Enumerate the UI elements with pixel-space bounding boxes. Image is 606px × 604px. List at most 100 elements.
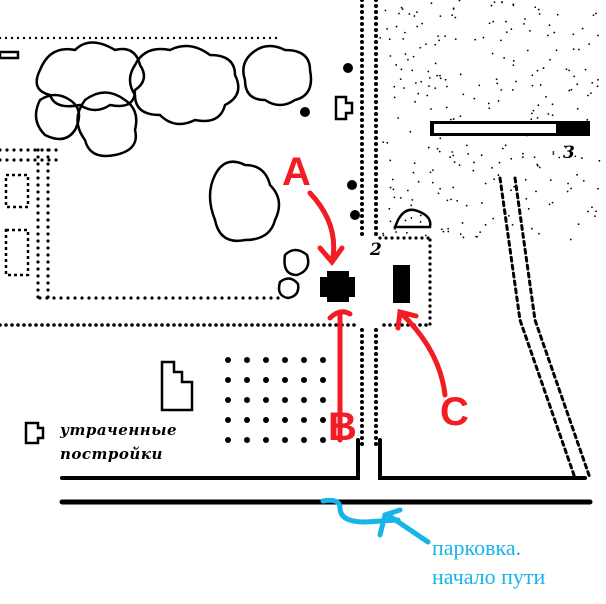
path-dot xyxy=(0,158,2,161)
path-dot xyxy=(232,323,236,327)
path-dot xyxy=(588,43,590,45)
path-dot xyxy=(360,0,364,2)
path-dot xyxy=(125,37,127,39)
dotted-paths xyxy=(0,0,600,446)
path-dot xyxy=(112,323,116,327)
path-dot xyxy=(374,220,378,224)
path-dot xyxy=(320,397,326,403)
path-dot xyxy=(426,236,429,239)
path-dot xyxy=(374,178,378,182)
path-dot xyxy=(558,157,560,159)
path-dot xyxy=(46,288,49,291)
path-dot xyxy=(47,37,49,39)
path-dot xyxy=(192,296,195,299)
path-dot xyxy=(553,151,555,153)
path-dot xyxy=(374,34,378,38)
path-dot xyxy=(552,202,554,204)
path-dot xyxy=(360,208,364,212)
path-dot xyxy=(374,10,378,14)
path-dot xyxy=(374,364,378,368)
path-dot xyxy=(557,14,559,16)
path-dot xyxy=(244,377,250,383)
path-dot xyxy=(428,256,431,259)
path-dot xyxy=(388,208,390,210)
path-dot xyxy=(208,323,212,327)
path-dot xyxy=(360,52,364,56)
path-dot xyxy=(227,296,230,299)
path-dot xyxy=(5,37,7,39)
path-dot xyxy=(394,197,396,199)
path-dot xyxy=(46,197,49,200)
path-dot xyxy=(512,89,514,91)
path-dot xyxy=(262,323,266,327)
path-dot xyxy=(301,397,307,403)
path-dot xyxy=(446,86,448,88)
path-dot xyxy=(320,417,326,423)
path-dot xyxy=(452,155,454,157)
path-dot xyxy=(428,85,430,87)
path-dot xyxy=(12,148,15,151)
path-dot xyxy=(568,90,570,92)
path-dot xyxy=(420,215,422,217)
path-dot xyxy=(298,323,302,327)
path-dot xyxy=(5,148,8,151)
path-dot xyxy=(405,220,407,222)
path-dot xyxy=(166,323,170,327)
path-dot xyxy=(360,28,364,32)
path-dot xyxy=(178,323,182,327)
path-dot xyxy=(36,246,39,249)
path-dot xyxy=(255,296,258,299)
path-dot xyxy=(10,323,14,327)
path-dot xyxy=(94,296,97,299)
path-dot xyxy=(578,49,580,51)
path-dot xyxy=(374,418,378,422)
path-dot xyxy=(130,323,134,327)
path-dot xyxy=(16,323,20,327)
path-dot xyxy=(360,22,364,26)
path-dot xyxy=(533,110,535,112)
path-dot xyxy=(512,4,514,6)
path-dot xyxy=(374,82,378,86)
path-dot xyxy=(408,13,410,15)
path-dot xyxy=(441,228,443,230)
path-dot xyxy=(143,37,145,39)
path-dot xyxy=(597,85,599,87)
path-dot xyxy=(136,323,140,327)
path-dot xyxy=(529,30,531,32)
path-dot xyxy=(374,16,378,20)
path-dot xyxy=(543,67,545,69)
path-dot xyxy=(142,323,146,327)
path-dot xyxy=(12,158,15,161)
path-dot xyxy=(483,37,485,39)
path-dot xyxy=(46,190,49,193)
path-dot xyxy=(160,323,164,327)
path-dot xyxy=(452,186,454,188)
path-dot xyxy=(374,430,378,434)
path-dot xyxy=(206,296,209,299)
path-dot xyxy=(437,148,439,150)
path-dot xyxy=(374,184,378,188)
path-dot xyxy=(510,189,512,191)
path-dot xyxy=(36,281,39,284)
path-dot xyxy=(388,323,392,327)
path-dot xyxy=(406,232,408,234)
path-dot xyxy=(434,44,436,46)
path-dot xyxy=(360,130,364,134)
marker-b-label: B xyxy=(328,405,357,450)
path-dot xyxy=(360,4,364,8)
path-dot xyxy=(360,214,364,218)
path-dot xyxy=(88,323,92,327)
path-dot xyxy=(360,142,364,146)
path-dot xyxy=(46,281,49,284)
path-dot xyxy=(213,296,216,299)
path-dot xyxy=(4,323,8,327)
path-dot xyxy=(492,21,494,23)
path-dot xyxy=(384,236,387,239)
path-dot xyxy=(437,35,439,37)
path-dot xyxy=(390,55,392,57)
path-dot xyxy=(46,267,49,270)
path-dot xyxy=(225,377,231,383)
path-dot xyxy=(150,296,153,299)
path-dot xyxy=(360,202,364,206)
path-dot xyxy=(428,262,431,265)
